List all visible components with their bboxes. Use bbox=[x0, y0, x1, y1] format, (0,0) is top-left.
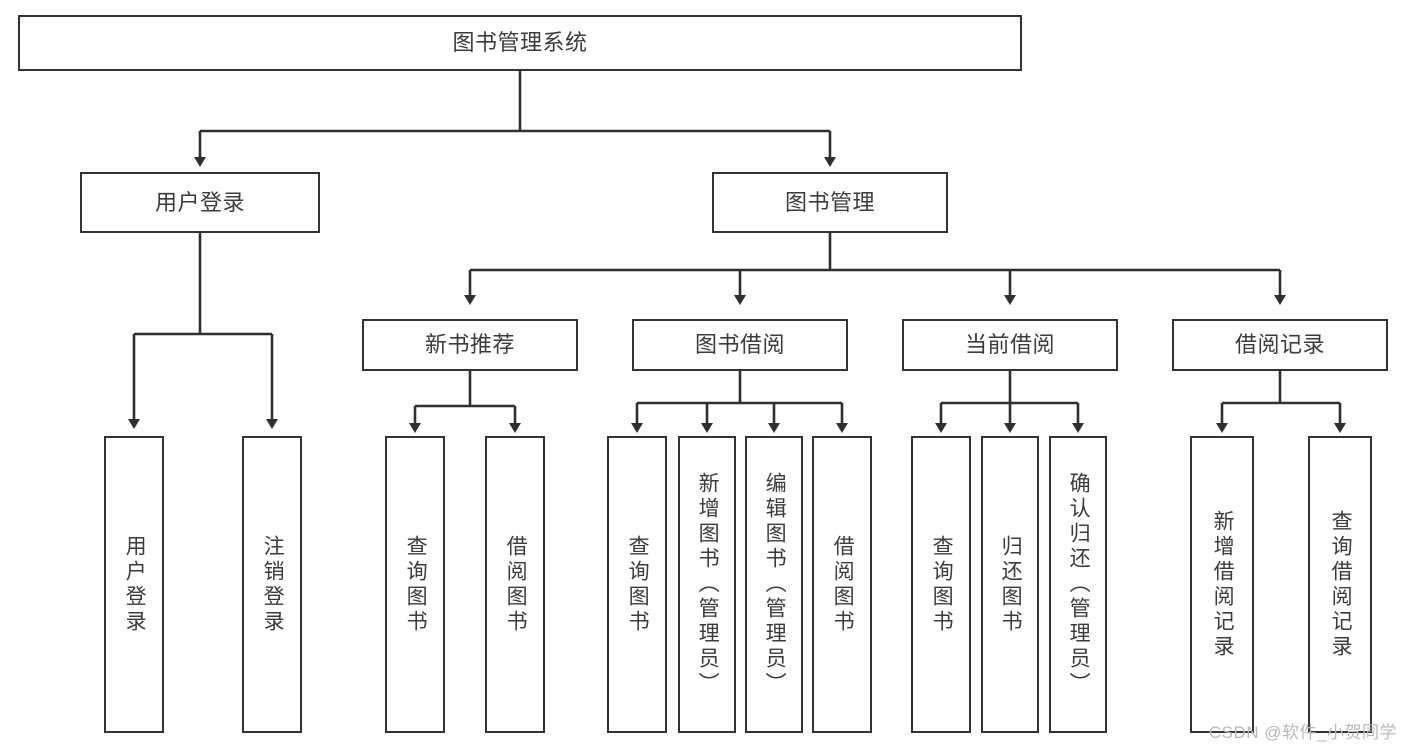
leaf-query-borrow-record[interactable]: 查询借阅记录 bbox=[1308, 436, 1372, 733]
node-current-borrow[interactable]: 当前借阅 bbox=[902, 319, 1118, 371]
leaf-query-book-borrow[interactable]: 查询图书 bbox=[607, 436, 667, 733]
leaf-user-login-label: 用户登录 bbox=[123, 534, 147, 635]
leaf-borrow-book-recommend[interactable]: 借阅图书 bbox=[485, 436, 545, 733]
leaf-query-book-current[interactable]: 查询图书 bbox=[911, 436, 971, 733]
node-user-login[interactable]: 用户登录 bbox=[80, 172, 320, 233]
leaf-confirm-return-admin-label: 确认归还（管理员） bbox=[1067, 472, 1091, 697]
leaf-edit-book-admin[interactable]: 编辑图书（管理员） bbox=[745, 436, 803, 733]
node-current-borrow-label: 当前借阅 bbox=[964, 332, 1055, 358]
leaf-user-login[interactable]: 用户登录 bbox=[104, 436, 164, 733]
leaf-confirm-return-admin[interactable]: 确认归还（管理员） bbox=[1049, 436, 1107, 733]
leaf-logout-label: 注销登录 bbox=[261, 534, 285, 635]
leaf-edit-book-admin-label: 编辑图书（管理员） bbox=[763, 472, 787, 697]
leaf-query-borrow-record-label: 查询借阅记录 bbox=[1329, 509, 1353, 660]
leaf-add-book-admin-label: 新增图书（管理员） bbox=[696, 472, 720, 697]
node-book-management[interactable]: 图书管理 bbox=[712, 172, 948, 233]
leaf-borrow-book-label: 借阅图书 bbox=[831, 534, 855, 635]
leaf-borrow-book[interactable]: 借阅图书 bbox=[812, 436, 872, 733]
leaf-add-book-admin[interactable]: 新增图书（管理员） bbox=[678, 436, 736, 733]
node-borrow-record-label: 借阅记录 bbox=[1234, 332, 1325, 358]
leaf-query-book-recommend-label: 查询图书 bbox=[404, 534, 428, 635]
leaf-query-book-borrow-label: 查询图书 bbox=[626, 534, 650, 635]
leaf-return-book-label: 归还图书 bbox=[999, 534, 1023, 635]
node-borrow-record[interactable]: 借阅记录 bbox=[1172, 319, 1388, 371]
node-root-label: 图书管理系统 bbox=[452, 30, 588, 56]
leaf-borrow-book-recommend-label: 借阅图书 bbox=[504, 534, 528, 635]
leaf-return-book[interactable]: 归还图书 bbox=[981, 436, 1039, 733]
node-book-borrow-label: 图书借阅 bbox=[694, 332, 785, 358]
watermark: CSDN @软件_小贺同学 bbox=[1208, 723, 1397, 742]
leaf-query-book-current-label: 查询图书 bbox=[930, 534, 954, 635]
node-new-book-recommend[interactable]: 新书推荐 bbox=[362, 319, 578, 371]
node-new-book-recommend-label: 新书推荐 bbox=[424, 332, 515, 358]
leaf-add-borrow-record[interactable]: 新增借阅记录 bbox=[1190, 436, 1254, 733]
node-root[interactable]: 图书管理系统 bbox=[18, 15, 1022, 71]
node-book-borrow[interactable]: 图书借阅 bbox=[632, 319, 848, 371]
leaf-add-borrow-record-label: 新增借阅记录 bbox=[1211, 509, 1235, 660]
leaf-query-book-recommend[interactable]: 查询图书 bbox=[385, 436, 445, 733]
node-book-management-label: 图书管理 bbox=[784, 189, 875, 215]
node-user-login-label: 用户登录 bbox=[154, 189, 245, 215]
leaf-logout[interactable]: 注销登录 bbox=[242, 436, 302, 733]
